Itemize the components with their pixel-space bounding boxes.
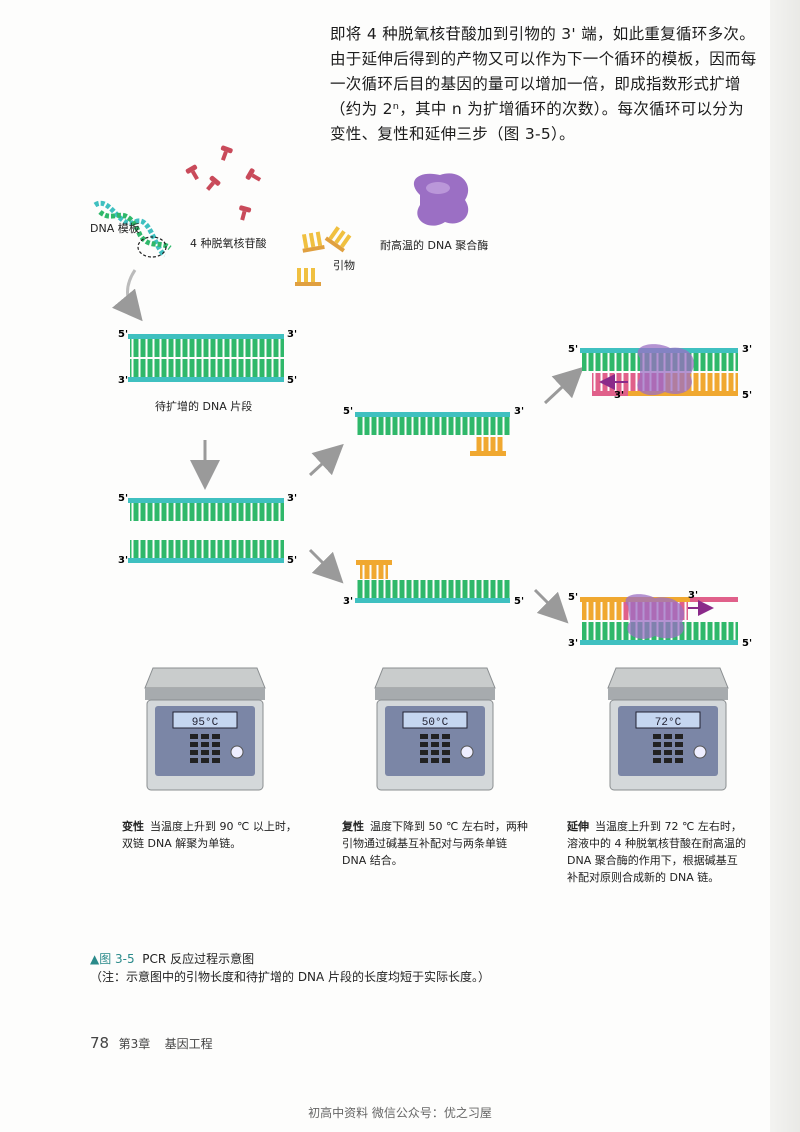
extension-bottom-strand <box>580 594 738 645</box>
caption-denature: 变性当温度上升到 90 ℃ 以上时，双链 DNA 解聚为单链。 <box>122 818 302 852</box>
arrow-up-right-1 <box>308 443 344 477</box>
annealed-bottom-strand <box>355 560 510 603</box>
prime-label: 3' <box>742 344 752 355</box>
arrow-down-right-2 <box>533 588 569 624</box>
prime-label: 5' <box>514 596 524 607</box>
intro-paragraph: 即将 4 种脱氧核苷酸加到引物的 3' 端，如此重复循环多次。由于延伸后得到的产… <box>330 22 758 147</box>
chapter-number: 第3章 <box>118 1037 151 1051</box>
prime-label: 5' <box>118 493 128 504</box>
arrow-up-right-2 <box>543 366 584 405</box>
prime-label: 5' <box>742 390 752 401</box>
dna-template-label: DNA 模板 <box>90 222 140 235</box>
caption-title: 变性 <box>122 820 144 833</box>
caption-text: 当温度上升到 90 ℃ 以上时，双链 DNA 解聚为单链。 <box>122 820 297 850</box>
chapter-title: 基因工程 <box>164 1037 213 1051</box>
prime-label: 5' <box>118 329 128 340</box>
page-footer: 78 第3章 基因工程 <box>90 1034 213 1052</box>
prime-label: 3' <box>287 493 297 504</box>
page-edge-shadow <box>770 0 800 1132</box>
figure-title: PCR 反应过程示意图 <box>142 952 255 966</box>
prime-label: 3' <box>514 406 524 417</box>
caption-anneal: 复性温度下降到 50 ℃ 左右时，两种引物通过碱基互补配对与两条单链 DNA 结… <box>342 818 528 869</box>
caption-title: 复性 <box>342 820 364 833</box>
prime-label: 5' <box>343 406 353 417</box>
denatured-bottom-strand <box>128 540 284 563</box>
primers-icon <box>295 226 352 286</box>
prime-label: 3' <box>688 590 698 601</box>
target-dna-fragment <box>128 334 284 382</box>
caption-title: 延伸 <box>567 820 589 833</box>
pcr-diagram: 5' 3' 3' 5' 5' 3' 3' 5' 5' 3' 3' 5' 5' 3… <box>93 145 752 791</box>
polymerase-label: 耐高温的 DNA 聚合酶 <box>380 239 489 252</box>
caption-extend: 延伸当温度上升到 72 ℃ 左右时，溶液中的 4 种脱氧核苷酸在耐高温的 DNA… <box>567 818 747 886</box>
dna-template-icon <box>93 200 172 322</box>
prime-label: 3' <box>118 375 128 386</box>
figure-caption: ▲图 3-5 PCR 反应过程示意图 （注：示意图中的引物长度和待扩增的 DNA… <box>90 950 750 986</box>
nucleotides-label: 4 种脱氧核苷酸 <box>190 237 267 250</box>
arrow-down-right-1 <box>308 548 344 584</box>
primer-label: 引物 <box>333 259 355 272</box>
caption-text: 温度下降到 50 ℃ 左右时，两种引物通过碱基互补配对与两条单链 DNA 结合。 <box>342 820 528 867</box>
prime-label: 5' <box>568 592 578 603</box>
intro-text: 即将 4 种脱氧核苷酸加到引物的 3' 端，如此重复循环多次。由于延伸后得到的产… <box>330 25 757 143</box>
temperature-display: 95°C <box>192 717 219 729</box>
nucleotides-icon <box>185 145 262 221</box>
prime-label: 3' <box>118 555 128 566</box>
page-number: 78 <box>90 1034 110 1052</box>
denatured-top-strand <box>128 498 284 521</box>
temperature-display: 50°C <box>422 717 449 729</box>
thermocycler-denature: 95°C <box>144 667 266 791</box>
thermocycler-extend: 72°C <box>607 667 729 791</box>
temperature-display: 72°C <box>655 717 682 729</box>
prime-label: 5' <box>742 638 752 649</box>
prime-label: 3' <box>614 390 624 401</box>
annealed-top-strand <box>355 412 510 456</box>
figure-note: （注：示意图中的引物长度和待扩增的 DNA 片段的长度均短于实际长度。） <box>90 970 491 984</box>
target-fragment-label: 待扩增的 DNA 片段 <box>155 400 253 413</box>
extension-top-strand <box>580 344 738 396</box>
caption-text: 当温度上升到 72 ℃ 左右时，溶液中的 4 种脱氧核苷酸在耐高温的 DNA 聚… <box>567 820 746 884</box>
polymerase-icon <box>413 173 469 226</box>
thermocycler-anneal: 50°C <box>374 667 496 791</box>
prime-label: 3' <box>287 329 297 340</box>
watermark-text: 初高中资料 微信公众号：优之习屋 <box>308 1106 492 1120</box>
prime-label: 3' <box>343 596 353 607</box>
figure-number: ▲图 3-5 <box>90 952 135 966</box>
prime-label: 3' <box>568 638 578 649</box>
prime-label: 5' <box>568 344 578 355</box>
prime-label: 5' <box>287 375 297 386</box>
prime-label: 5' <box>287 555 297 566</box>
